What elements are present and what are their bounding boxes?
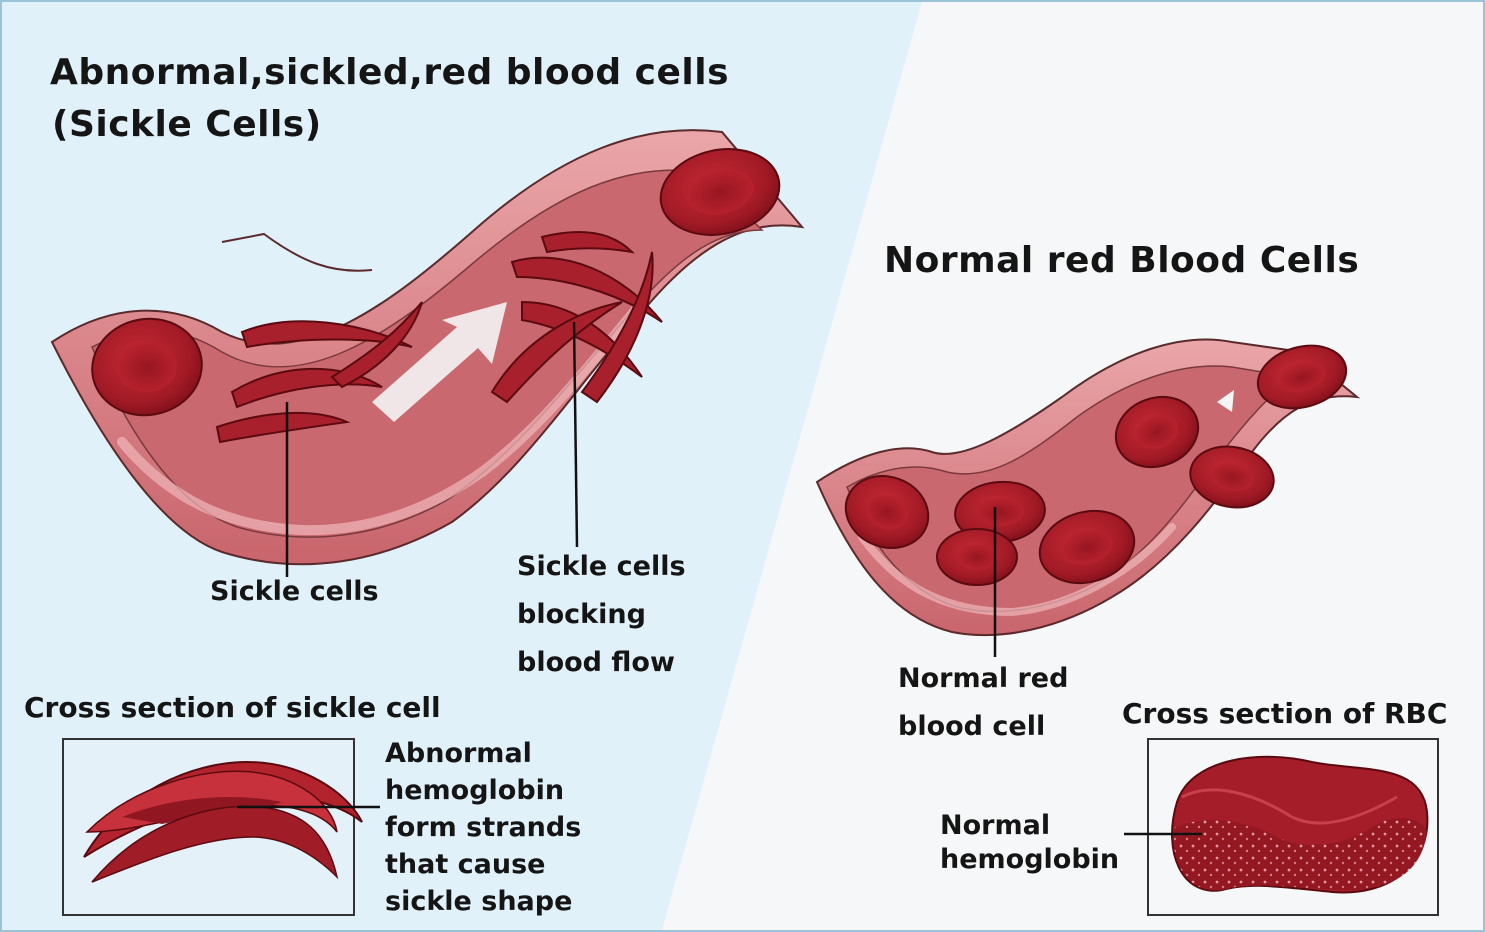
sickle-cross-section-title: Cross section of sickle cell xyxy=(24,688,441,728)
label-normal-rbc-line1: Normal red xyxy=(898,655,1068,703)
sickle-title-line2: (Sickle Cells) xyxy=(52,100,322,150)
abnormal-hemoglobin-line4: that cause xyxy=(385,846,545,883)
label-normal-rbc-line2: blood cell xyxy=(898,703,1045,751)
sickle-title-line1: Abnormal,sickled,red blood cells xyxy=(50,48,729,98)
abnormal-hemoglobin-line5: sickle shape xyxy=(385,883,572,920)
label-blocking-line1: Sickle cells xyxy=(517,543,686,591)
normal-title: Normal red Blood Cells xyxy=(884,236,1359,286)
rbc-cross-section-cell xyxy=(1172,757,1427,893)
normal-hemoglobin-line1: Normal xyxy=(940,809,1050,843)
abnormal-hemoglobin-line3: form strands xyxy=(385,809,581,846)
label-blocking-line2: blocking xyxy=(517,591,646,639)
abnormal-hemoglobin-line2: hemoglobin xyxy=(385,772,564,809)
abnormal-hemoglobin-line1: Abnormal xyxy=(385,735,532,772)
label-blocking-line3: blood flow xyxy=(517,639,675,687)
rbc-cross-section-title: Cross section of RBC xyxy=(1122,694,1447,734)
normal-hemoglobin-line2: hemoglobin xyxy=(940,843,1119,877)
label-sickle-cells: Sickle cells xyxy=(210,568,379,616)
vessel-normal-cell xyxy=(117,342,177,392)
